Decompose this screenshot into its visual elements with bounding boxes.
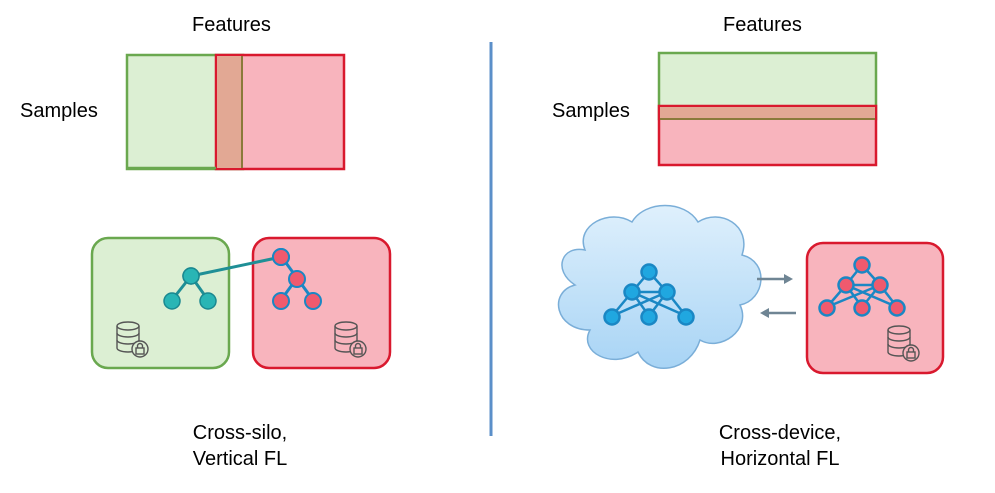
- left-caption-line1: Cross-silo,: [192, 422, 288, 444]
- database-lock-icon: [334, 321, 367, 358]
- database-lock-icon: [887, 325, 920, 362]
- bidirectional-arrows-icon: [757, 274, 796, 318]
- cloud-icon: [557, 204, 762, 369]
- left-samples-label: Samples: [20, 100, 98, 122]
- neural-network-icon: [818, 256, 906, 317]
- left-caption-line2: Vertical FL: [192, 448, 288, 470]
- sample-overlap: [660, 107, 875, 119]
- device-box: [805, 241, 945, 375]
- link-node-red: [272, 248, 290, 266]
- right-caption-line2: Horizontal FL: [720, 448, 840, 470]
- database-lock-icon: [116, 321, 149, 358]
- silo-link: [190, 255, 282, 278]
- left-features-label: Features: [192, 14, 271, 36]
- vertical-partition-matrix: [125, 53, 346, 171]
- horizontal-partition-matrix: [657, 51, 878, 167]
- red-silo: [251, 236, 392, 370]
- right-caption: Cross-device, Horizontal FL: [700, 420, 860, 472]
- red-device-box: [805, 241, 945, 375]
- link-node-green: [182, 267, 200, 285]
- feature-overlap: [217, 56, 242, 168]
- left-caption: Cross-silo, Vertical FL: [165, 420, 315, 472]
- neural-network-icon: [603, 263, 695, 326]
- green-silo: [90, 236, 231, 370]
- right-features-label: Features: [723, 14, 802, 36]
- right-samples-label: Samples: [552, 100, 630, 122]
- right-caption-line1: Cross-device,: [718, 422, 842, 444]
